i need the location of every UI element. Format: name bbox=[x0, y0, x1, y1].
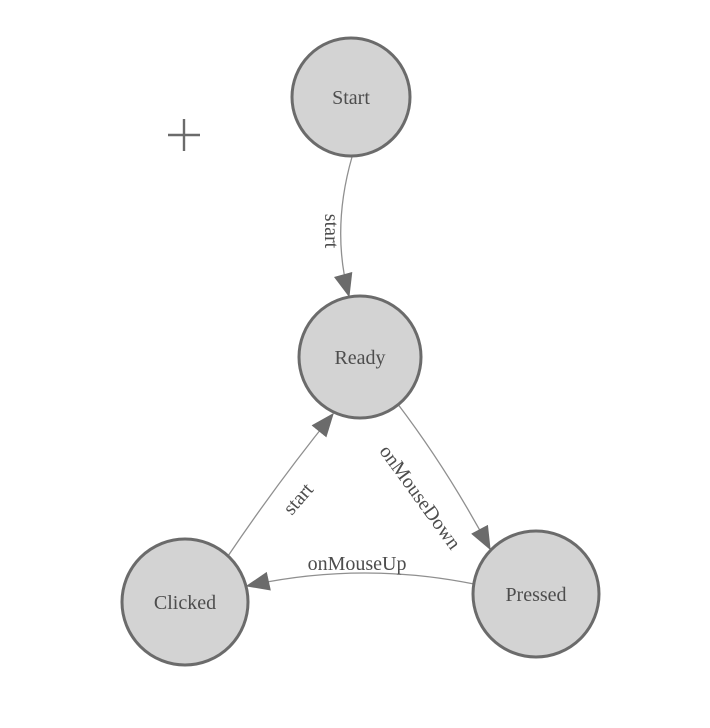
transition-pressed-to-clicked[interactable]: onMouseUp bbox=[245, 553, 475, 591]
transition-label-ready-to-pressed: onMouseDown bbox=[375, 441, 465, 554]
transition-ready-to-pressed[interactable]: onMouseDown bbox=[375, 402, 491, 554]
transition-start-to-ready[interactable]: start bbox=[320, 156, 353, 298]
state-node-pressed[interactable]: Pressed bbox=[471, 529, 601, 659]
transition-line-start-to-ready[interactable] bbox=[333, 156, 353, 298]
state-circle-start[interactable] bbox=[290, 36, 412, 158]
transition-label-start-to-ready: start bbox=[320, 214, 342, 249]
transition-line-ready-to-pressed[interactable] bbox=[396, 402, 491, 551]
state-node-clicked[interactable]: Clicked bbox=[120, 537, 250, 667]
transition-line-pressed-to-clicked[interactable] bbox=[245, 571, 475, 591]
transition-clicked-to-ready[interactable]: start bbox=[227, 412, 334, 557]
transition-line-clicked-to-ready[interactable] bbox=[227, 412, 334, 557]
state-node-ready[interactable]: Ready bbox=[297, 294, 423, 420]
state-node-start[interactable]: Start bbox=[290, 36, 412, 158]
state-circle-clicked[interactable] bbox=[120, 537, 250, 667]
state-circle-ready[interactable] bbox=[297, 294, 423, 420]
transition-label-pressed-to-clicked: onMouseUp bbox=[308, 553, 407, 575]
transition-label-clicked-to-ready: start bbox=[279, 479, 318, 520]
state-circle-pressed[interactable] bbox=[471, 529, 601, 659]
crosshair-cursor bbox=[168, 119, 200, 151]
